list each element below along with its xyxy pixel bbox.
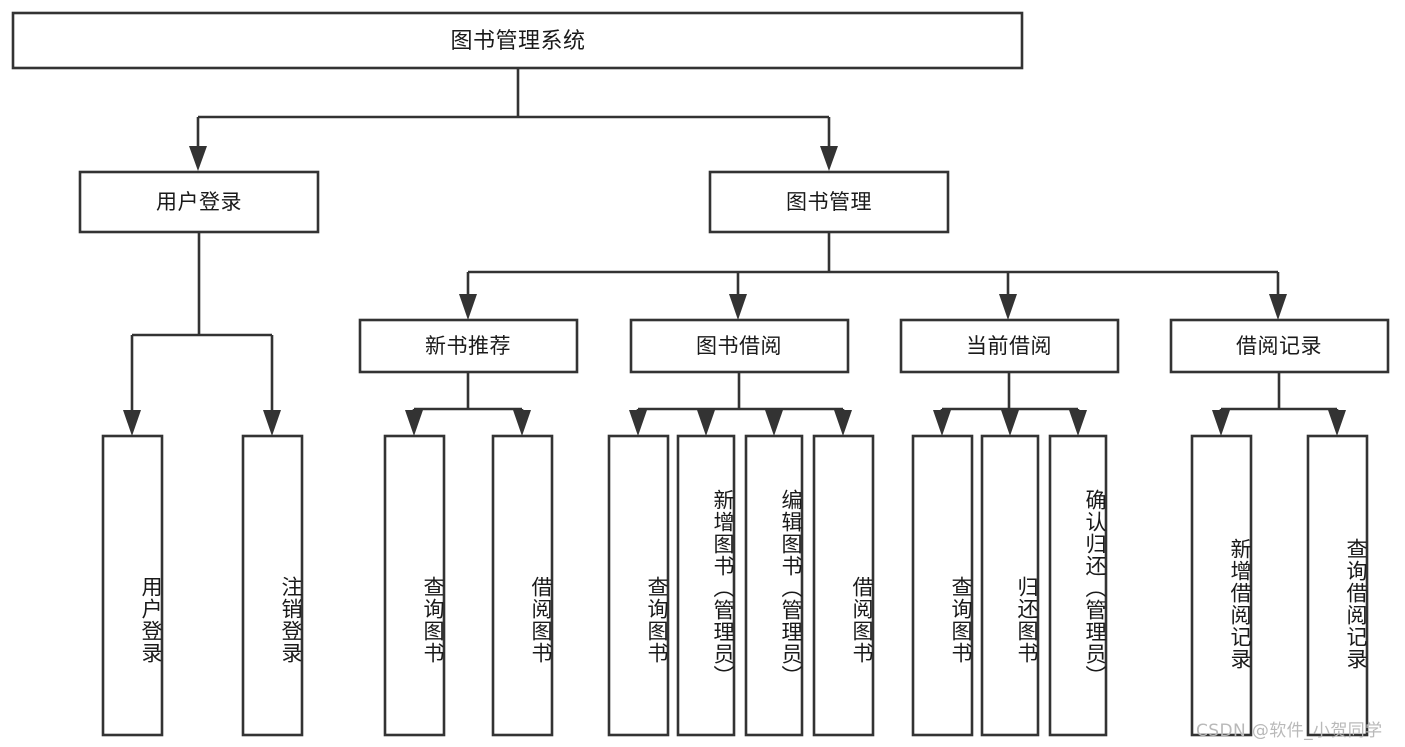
arrow-to-leaf-borrow-book-2 (834, 410, 852, 436)
node-new-book-recommend[interactable]: 新书推荐 (358, 318, 579, 374)
leaf-box-return-book[interactable] (980, 434, 1040, 737)
leaf-box-user-logout[interactable] (241, 434, 304, 737)
arrow-to-leaf-return-book (1001, 410, 1019, 436)
connector-book-manage-to-level2 (459, 232, 1287, 320)
connector-borrow-record-to-leaves (1212, 372, 1346, 436)
node-book-manage[interactable]: 图书管理 (708, 170, 950, 234)
leaf-box-confirm-return[interactable] (1048, 434, 1108, 737)
node-current-borrow-label: 当前借阅 (966, 334, 1052, 358)
arrow-to-borrow-record (1269, 294, 1287, 320)
node-root[interactable]: 图书管理系统 (11, 11, 1024, 70)
node-new-book-recommend-label: 新书推荐 (425, 334, 511, 358)
node-borrow-record[interactable]: 借阅记录 (1169, 318, 1390, 374)
arrow-to-book-manage (820, 146, 838, 171)
arrow-to-leaf-add-book (697, 410, 715, 436)
leaf-box-user-login[interactable] (101, 434, 164, 737)
leaf-box-edit-book[interactable] (744, 434, 804, 737)
arrow-to-leaf-user-login (123, 410, 141, 436)
leaf-box-borrow-book-2[interactable] (812, 434, 875, 737)
arrow-to-new-book-recommend (459, 294, 477, 320)
arrow-to-leaf-add-record (1212, 410, 1230, 436)
connector-root-to-level1 (189, 68, 838, 171)
arrow-to-leaf-query-record (1328, 410, 1346, 436)
connector-new-book-recommend-to-leaves (405, 372, 531, 436)
node-root-label: 图书管理系统 (450, 29, 585, 54)
leaf-box-borrow-book-1[interactable] (491, 434, 554, 737)
connector-user-login-to-leaves (123, 232, 281, 436)
leaf-box-query-book-2[interactable] (607, 434, 670, 737)
arrow-to-leaf-query-book-2 (629, 410, 647, 436)
arrow-to-leaf-user-logout (263, 410, 281, 436)
node-borrow-record-label: 借阅记录 (1236, 334, 1322, 358)
node-user-login-label: 用户登录 (156, 190, 242, 214)
arrow-to-leaf-query-book-3 (933, 410, 951, 436)
arrow-to-user-login (189, 146, 207, 171)
node-current-borrow[interactable]: 当前借阅 (899, 318, 1120, 374)
node-book-manage-label: 图书管理 (786, 190, 872, 214)
leaf-box-query-book-3[interactable] (911, 434, 974, 737)
node-book-borrow-box[interactable] (629, 318, 850, 374)
arrow-to-leaf-confirm-return (1069, 410, 1087, 436)
node-current-borrow-box[interactable] (899, 318, 1120, 374)
arrow-to-book-borrow (729, 294, 747, 320)
leaf-box-add-record[interactable] (1190, 434, 1253, 737)
connector-book-borrow-to-leaves (629, 372, 852, 436)
arrow-to-leaf-edit-book (765, 410, 783, 436)
node-book-borrow[interactable]: 图书借阅 (629, 318, 850, 374)
csdn-watermark: CSDN @软件_小贺同学 (1196, 721, 1383, 741)
node-user-login[interactable]: 用户登录 (78, 170, 320, 234)
node-book-borrow-label: 图书借阅 (696, 334, 782, 358)
arrow-to-leaf-borrow-book-1 (513, 410, 531, 436)
node-new-book-recommend-box[interactable] (358, 318, 579, 374)
leaf-box-query-record[interactable] (1306, 434, 1369, 737)
node-book-manage-box[interactable] (708, 170, 950, 234)
leaf-box-add-book[interactable] (676, 434, 736, 737)
node-root-box[interactable] (11, 11, 1024, 70)
arrow-to-leaf-query-book-1 (405, 410, 423, 436)
node-borrow-record-box[interactable] (1169, 318, 1390, 374)
leaf-box-query-book-1[interactable] (383, 434, 446, 737)
connector-current-borrow-to-leaves (933, 372, 1087, 436)
arrow-to-current-borrow (999, 294, 1017, 320)
